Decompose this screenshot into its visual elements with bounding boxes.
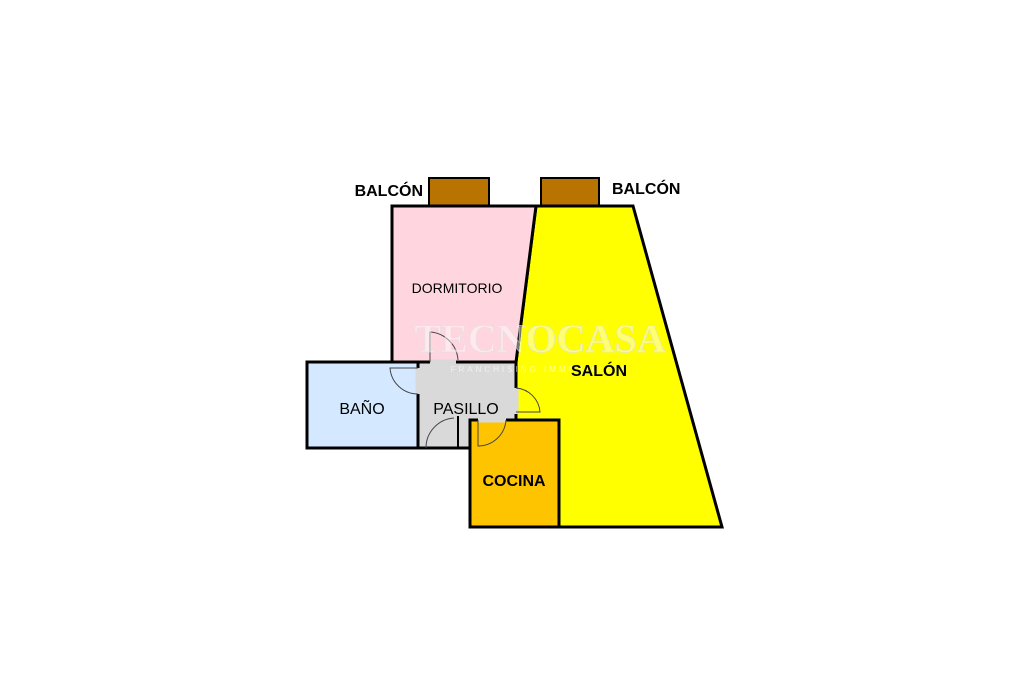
door-swings xyxy=(389,331,541,449)
room-label-pasillo: PASILLO xyxy=(433,401,499,418)
balcony-right-label: BALCÓN xyxy=(612,179,680,198)
balcony-right xyxy=(540,177,600,207)
door-arc-cocina xyxy=(477,419,507,447)
balcony-left xyxy=(428,177,490,207)
door-arc-dormitorio xyxy=(429,331,459,362)
room-cocina xyxy=(468,418,561,529)
watermark-brand: TECNOCASA xyxy=(414,316,665,361)
room-label-dormitorio: DORMITORIO xyxy=(412,280,503,296)
room-label-bano: BAÑO xyxy=(339,398,384,418)
door-arc-bano xyxy=(389,367,419,395)
room-label-cocina: COCINA xyxy=(482,473,546,490)
door-arc-salon xyxy=(515,387,541,413)
watermark-tagline: FRANCHISING IMMOBILIARE xyxy=(451,365,630,374)
room-label-salon: SALÓN xyxy=(571,361,627,380)
balcony-left-label: BALCÓN xyxy=(355,181,423,200)
door-arc-pasillo xyxy=(425,417,455,449)
